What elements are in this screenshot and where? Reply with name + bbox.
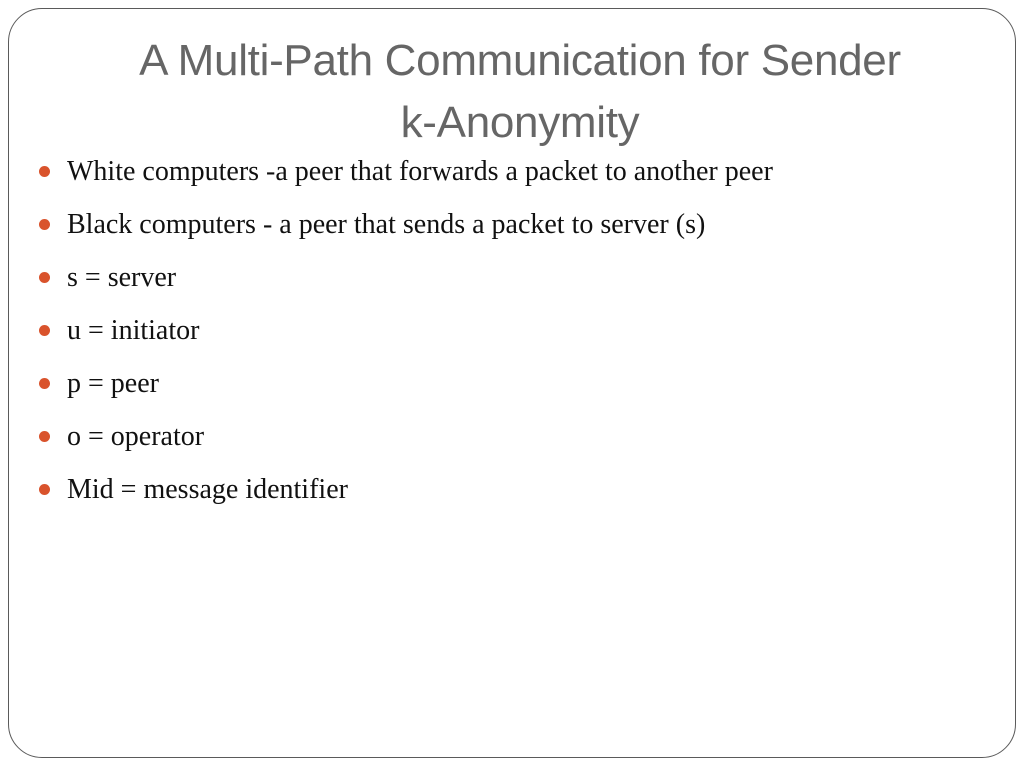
bullet-dot-icon (39, 431, 50, 442)
slide-frame (8, 8, 1016, 758)
bullet-item-operator: o = operator (36, 415, 986, 468)
bullet-dot-icon (39, 378, 50, 389)
bullet-item-peer: p = peer (36, 362, 986, 415)
bullet-text: White computers -a peer that forwards a … (67, 156, 773, 187)
bullet-dot-icon (39, 219, 50, 230)
bullet-text: o = operator (67, 421, 205, 452)
bullet-item-black-computers: Black computers - a peer that sends a pa… (36, 203, 986, 256)
title-line-1: A Multi-Path Communication for Sender (139, 36, 901, 85)
bullet-dot-icon (39, 272, 50, 283)
bullet-text: u = initiator (67, 315, 200, 346)
title-line-2: k-Anonymity (400, 98, 640, 147)
bullet-item-white-computers: White computers -a peer that forwards a … (36, 150, 986, 203)
bullet-item-server: s = server (36, 256, 986, 309)
slide-title: A Multi-Path Communication for Sender k-… (40, 30, 1000, 154)
bullet-dot-icon (39, 484, 50, 495)
bullet-dot-icon (39, 166, 50, 177)
bullet-text: s = server (67, 262, 177, 293)
bullet-list: White computers -a peer that forwards a … (36, 150, 986, 521)
bullet-text: Mid = message identifier (67, 474, 348, 505)
bullet-item-initiator: u = initiator (36, 309, 986, 362)
bullet-dot-icon (39, 325, 50, 336)
bullet-text: Black computers - a peer that sends a pa… (67, 209, 706, 240)
bullet-text: p = peer (67, 368, 159, 399)
bullet-item-message-identifier: Mid = message identifier (36, 468, 986, 521)
